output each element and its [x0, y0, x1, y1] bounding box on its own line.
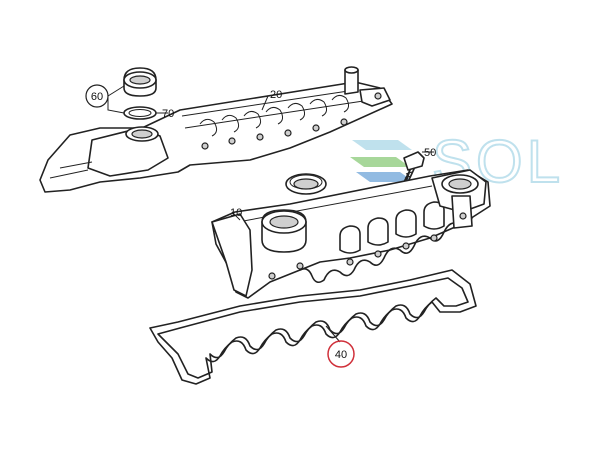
- label-60: 60: [91, 91, 103, 103]
- gasket-part-40: [149, 269, 477, 385]
- callout-40-highlight: 40: [327, 340, 355, 368]
- logo-mark-icon: [350, 140, 414, 182]
- label-50: 50: [424, 147, 436, 159]
- label-20: 20: [270, 89, 282, 101]
- upper-cover-part-20: [39, 66, 393, 193]
- oil-cap-part-60: [123, 67, 157, 97]
- seal-ring: [285, 173, 327, 195]
- label-40: 40: [335, 349, 347, 361]
- label-70: 70: [162, 108, 174, 120]
- leader-lines: [107, 85, 434, 343]
- label-10: 10: [230, 207, 242, 219]
- callout-60: 60: [85, 84, 109, 108]
- cap-seal-part-70: [123, 106, 157, 120]
- bolt-part-50: [403, 151, 425, 183]
- cylinder-head-cover-part-10: [211, 169, 491, 299]
